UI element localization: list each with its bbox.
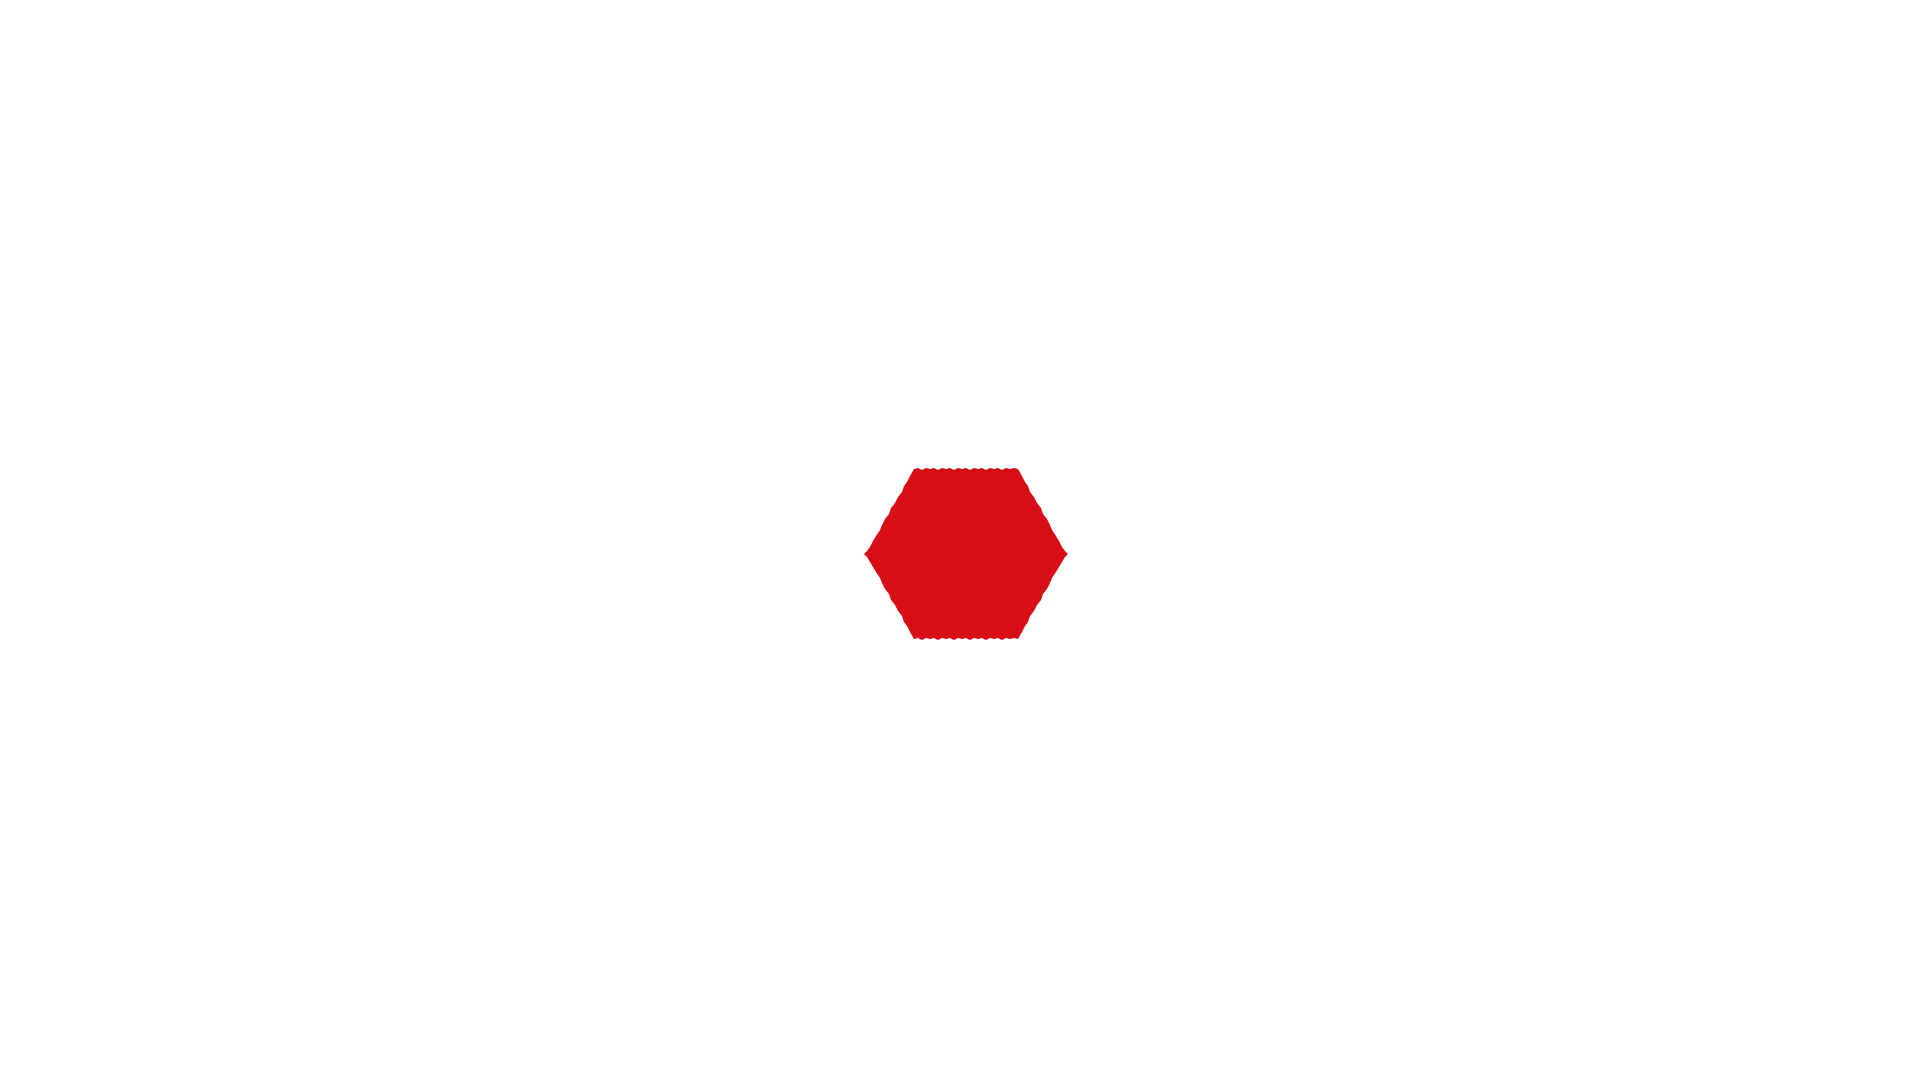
hexagon-shape	[864, 468, 1068, 640]
hexagon-icon	[862, 466, 1072, 642]
hexagon-fill	[864, 468, 1068, 640]
